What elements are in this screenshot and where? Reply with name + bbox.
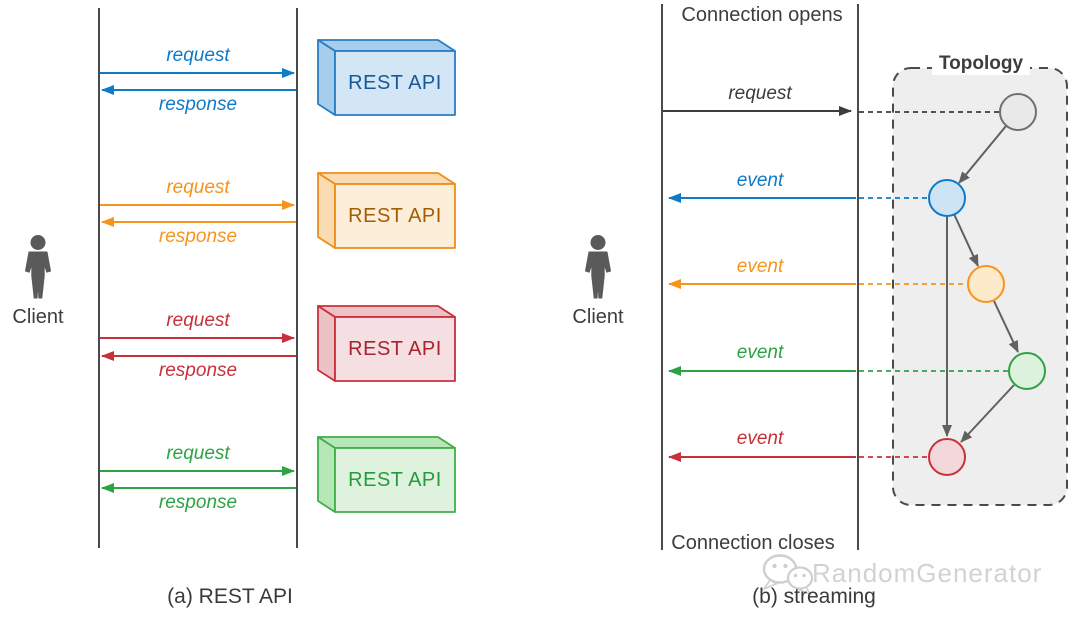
rest-api-label-blue: REST API [348,72,442,94]
request-label-orange: request [166,177,230,198]
connection-closes-label: Connection closes [671,532,835,554]
response-label-orange: response [158,226,238,247]
rest-api-box-green [317,436,456,513]
rest-api-box-blue [317,39,456,116]
request-label-dark: request [728,83,792,104]
event-label-green: event [736,342,784,363]
rest-api-box-orange [317,172,456,249]
edge-orange-green [993,300,1019,353]
edge-green-red [960,384,1015,443]
person-icon [25,235,51,299]
request-label-blue: request [166,45,230,66]
topology-edges [942,125,1019,443]
response-label-green: response [158,492,238,513]
watermark-text: RandomGenerator [812,558,1043,588]
edge-gray-blue [958,125,1007,184]
connection-opens-label: Connection opens [681,4,843,26]
request-label-red: request [166,310,230,331]
edge-blue-orange [953,213,979,267]
person-icon [585,235,611,299]
watermark-logo-icon [761,554,814,596]
response-label-blue: response [158,94,238,115]
caption-a: (a) REST API [167,585,293,608]
topology-node-orange [967,265,1005,303]
rest-api-box-red [317,305,456,382]
caption-b: (b) streaming [752,585,876,608]
event-label-red: event [736,428,784,449]
topology-title: Topology [931,53,1031,75]
topology-node-green [1008,352,1046,390]
client-label-right: Client [572,306,624,328]
request-label-green: request [166,443,230,464]
topology-node-blue [928,179,966,217]
event-label-orange: event [736,256,784,277]
topology-node-red [928,438,966,476]
rest-api-label-orange: REST API [348,205,442,227]
rest-api-label-green: REST API [348,469,442,491]
response-label-red: response [158,360,238,381]
topology-node-gray [999,93,1037,131]
client-label-left: Client [12,306,64,328]
event-label-blue: event [736,170,784,191]
rest-api-label-red: REST API [348,338,442,360]
